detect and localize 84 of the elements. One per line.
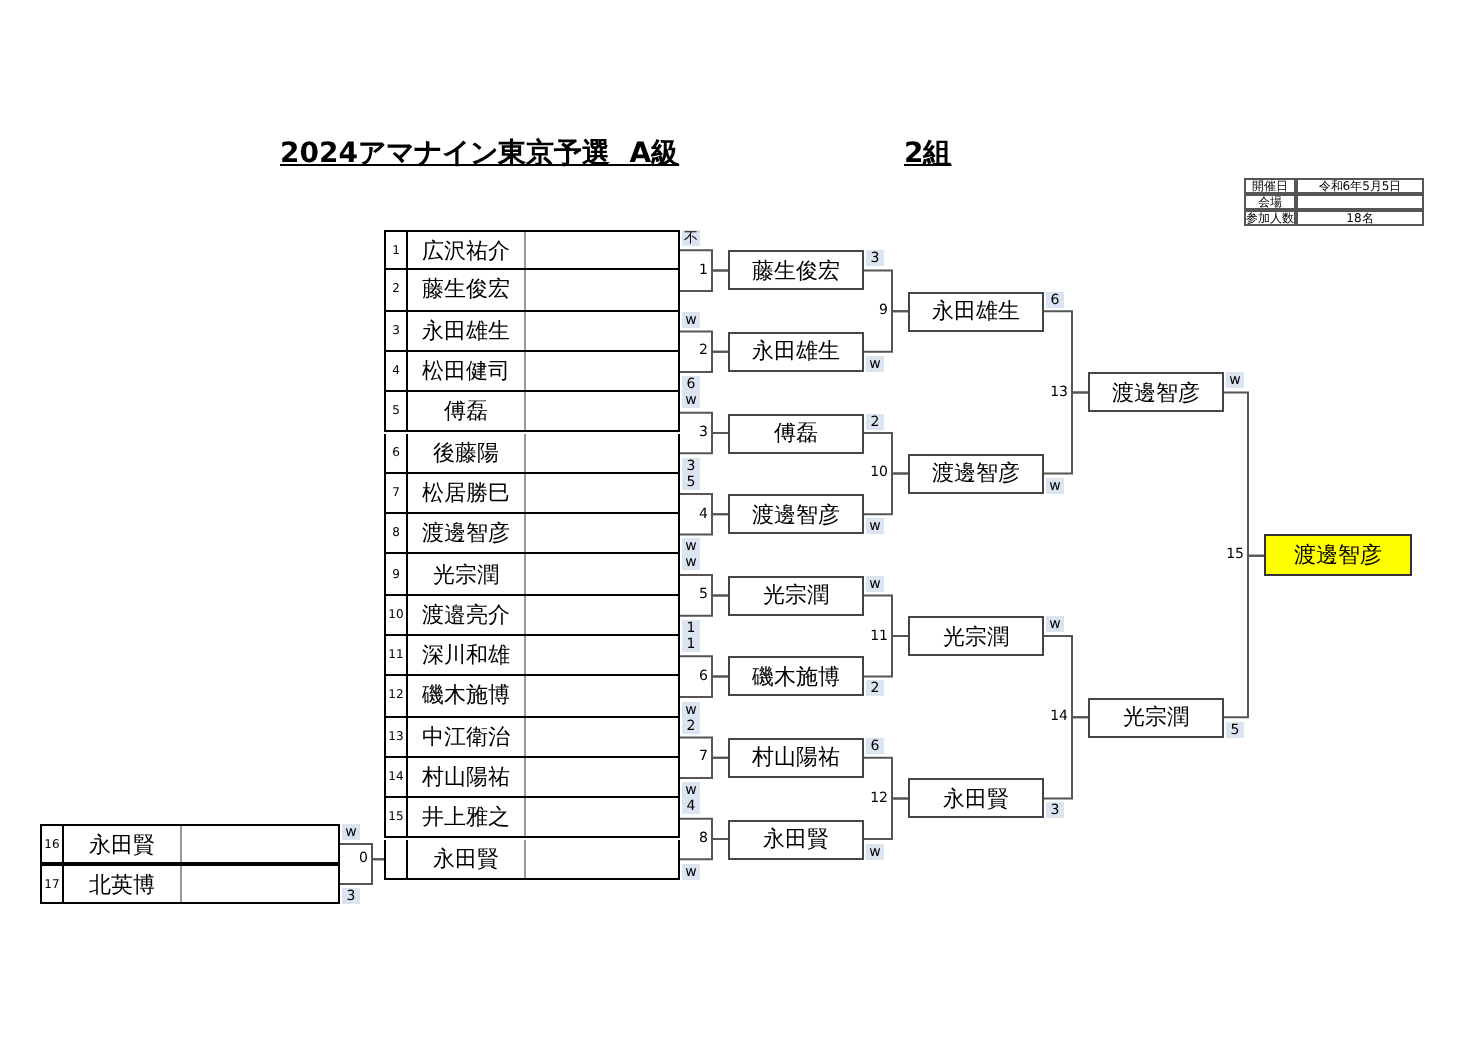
player-name: 中江衛治 (422, 721, 510, 752)
player-row (384, 392, 680, 433)
bracket-line (863, 310, 909, 353)
bracket-line (679, 269, 729, 292)
player-row (384, 514, 680, 555)
player-name: 村山陽祐 (422, 762, 510, 793)
player-name: 渡邉亮介 (422, 599, 510, 630)
winner-box (728, 656, 864, 697)
player-row (384, 757, 680, 799)
bracket-line (679, 513, 729, 536)
player-row (384, 351, 680, 393)
player-row (384, 311, 680, 352)
player-row (384, 676, 680, 718)
player-name: 北英博 (89, 869, 155, 899)
player-name: 磯木施博 (422, 680, 510, 711)
player-name: 松田健司 (422, 356, 510, 387)
player-name: 渡邊智彦 (1112, 377, 1200, 408)
winner-box (728, 413, 864, 453)
winner-box (1088, 372, 1224, 413)
winner-box (728, 494, 864, 535)
player-name: 後藤陽 (433, 437, 499, 468)
winner-box (728, 819, 864, 859)
winner-box (908, 453, 1044, 494)
player-row (384, 473, 680, 515)
player-row (384, 270, 680, 312)
winner-box (728, 250, 864, 291)
player-row (384, 230, 680, 271)
winner-box (728, 737, 864, 778)
player-row (384, 433, 680, 474)
player-name: 村山陽祐 (752, 742, 840, 773)
winner-box (1088, 697, 1224, 738)
player-name: 藤生俊宏 (752, 255, 840, 286)
winner-box (908, 291, 1044, 332)
player-name: 渡邊智彦 (422, 518, 510, 549)
bracket-line (679, 838, 729, 861)
player-name: 渡邊智彦 (752, 499, 840, 530)
player-name: 渡邊智彦 (932, 458, 1020, 489)
player-name: 永田雄生 (752, 336, 840, 367)
bracket-line (863, 472, 909, 516)
bracket-line (1223, 554, 1265, 719)
player-row (384, 595, 680, 636)
player-name: 傅磊 (774, 418, 818, 448)
bracket-line (679, 594, 729, 617)
bracket-line (339, 858, 385, 885)
player-name: 広沢祐介 (422, 235, 510, 266)
player-row (384, 554, 680, 596)
player-name: 永田賢 (89, 829, 155, 859)
winner-box (728, 331, 864, 372)
player-name: 永田賢 (433, 843, 499, 874)
bracket-line (863, 797, 909, 840)
player-name: 光宗潤 (1123, 702, 1189, 733)
bracket-line (679, 350, 729, 374)
player-row (40, 864, 340, 904)
player-name: 藤生俊宏 (422, 274, 510, 305)
bracket-line (679, 756, 729, 780)
player-name: 永田賢 (943, 783, 1009, 814)
winner-box (908, 616, 1044, 656)
player-name: 松居勝巳 (422, 477, 510, 508)
title: 2024アマナイン東京予選 A級 (280, 136, 680, 172)
player-name: 光宗潤 (763, 580, 829, 611)
bracket-line (1043, 716, 1089, 800)
bracket-line (679, 675, 729, 698)
player-name: 光宗潤 (433, 559, 499, 590)
player-row (384, 798, 680, 839)
player-name: 永田雄生 (422, 315, 510, 346)
bracket-line (679, 432, 729, 455)
player-name: 磯木施博 (752, 661, 840, 692)
player-row (384, 717, 680, 758)
player-name: 井上雅之 (422, 802, 510, 833)
group-label: 2組 (904, 136, 952, 172)
player-name: 渡邊智彦 (1294, 540, 1382, 571)
winner-box (728, 575, 864, 616)
player-name: 永田賢 (763, 824, 829, 854)
player-row (384, 636, 680, 677)
champion-box (1264, 534, 1412, 577)
player-row (40, 824, 340, 864)
bracket-line (863, 635, 909, 678)
player-name: 光宗潤 (943, 621, 1009, 651)
player-name: 永田雄生 (932, 296, 1020, 327)
player-name: 深川和雄 (422, 640, 510, 671)
winner-box (908, 778, 1044, 819)
player-row (384, 839, 680, 880)
player-name: 傅磊 (444, 396, 488, 427)
bracket-line (1043, 391, 1089, 475)
